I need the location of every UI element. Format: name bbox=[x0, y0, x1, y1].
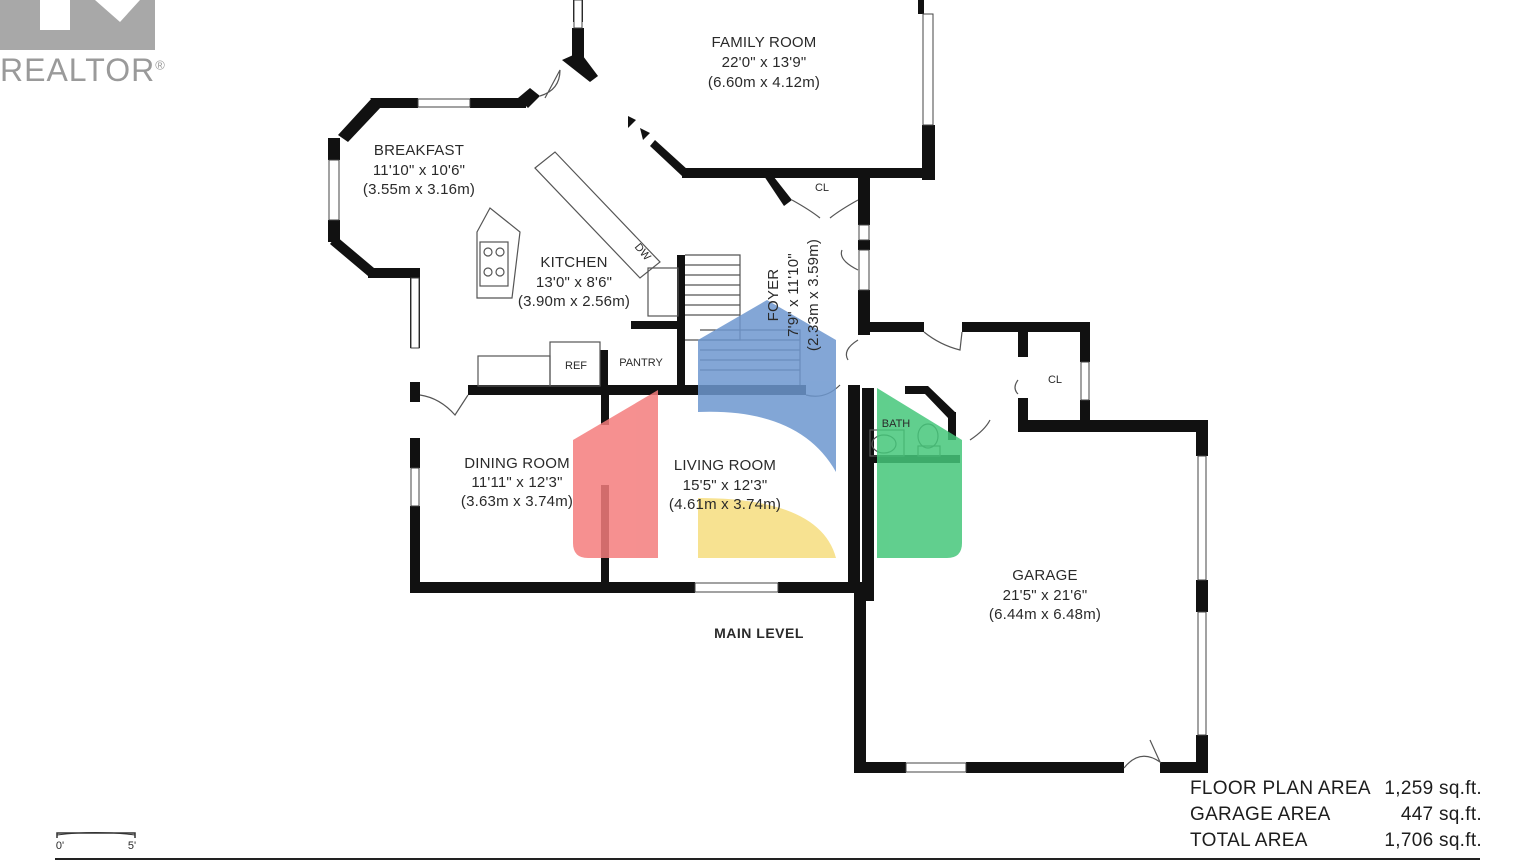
room-metric: (3.55m x 3.16m) bbox=[363, 181, 475, 198]
watermark-yellow-shape bbox=[698, 498, 836, 558]
windows bbox=[328, 0, 1207, 773]
room-metric: (3.63m x 3.74m) bbox=[461, 493, 573, 510]
watermark-red-shape bbox=[573, 390, 658, 558]
area-row: FLOOR PLAN AREA 1,259 sq.ft. bbox=[1190, 776, 1482, 802]
area-summary: FLOOR PLAN AREA 1,259 sq.ft. GARAGE AREA… bbox=[1190, 776, 1482, 854]
room-metric: (6.60m x 4.12m) bbox=[708, 74, 820, 91]
dishwasher-label: DW bbox=[632, 241, 653, 263]
refrigerator-label: REF bbox=[565, 360, 587, 372]
room-name: FAMILY ROOM bbox=[712, 34, 817, 51]
room-name: KITCHEN bbox=[540, 254, 607, 271]
closet-label: CL bbox=[1048, 374, 1062, 386]
room-metric: (6.44m x 6.48m) bbox=[989, 606, 1101, 623]
bath-label: BATH bbox=[882, 418, 911, 430]
watermark-green-shape bbox=[877, 388, 962, 558]
room-metric: (2.33m x 3.59m) bbox=[805, 239, 822, 351]
room-imperial: 21'5" x 21'6" bbox=[1003, 587, 1088, 604]
room-imperial: 11'10" x 10'6" bbox=[373, 162, 465, 179]
room-label-dining-room: DINING ROOM 11'11" x 12'3" (3.63m x 3.74… bbox=[461, 455, 573, 510]
scale-start-label: 0' bbox=[56, 840, 64, 852]
registered-mark: ® bbox=[155, 57, 166, 73]
room-imperial: 11'11" x 12'3" bbox=[471, 474, 562, 491]
watermark-blue-shape bbox=[698, 300, 836, 472]
room-imperial: 7'9" x 11'10" bbox=[785, 253, 802, 337]
realtor-text: REALTOR bbox=[0, 52, 156, 88]
room-imperial: 22'0" x 13'9" bbox=[722, 54, 807, 71]
room-label-living-room: LIVING ROOM 15'5" x 12'3" (4.61m x 3.74m… bbox=[669, 457, 781, 513]
area-value: 1,259 sq.ft. bbox=[1384, 778, 1482, 799]
room-label-breakfast: BREAKFAST 11'10" x 10'6" (3.55m x 3.16m) bbox=[363, 142, 475, 198]
room-name: DINING ROOM bbox=[464, 455, 570, 472]
room-label-foyer: FOYER 7'9" x 11'10" (2.33m x 3.59m) bbox=[765, 239, 822, 351]
scale-end-label: 5' bbox=[128, 840, 136, 852]
room-label-kitchen: KITCHEN 13'0" x 8'6" (3.90m x 2.56m) bbox=[518, 254, 630, 310]
realtor-wordmark: REALTOR® bbox=[0, 52, 166, 89]
room-name: BREAKFAST bbox=[374, 142, 464, 159]
bottom-divider bbox=[55, 858, 1480, 860]
area-row: GARAGE AREA 447 sq.ft. bbox=[1190, 802, 1482, 828]
pantry-label: PANTRY bbox=[619, 357, 663, 369]
area-value: 1,706 sq.ft. bbox=[1384, 830, 1482, 851]
room-metric: (4.61m x 3.74m) bbox=[669, 496, 781, 513]
room-metric: (3.90m x 2.56m) bbox=[518, 293, 630, 310]
area-label: FLOOR PLAN AREA bbox=[1190, 778, 1371, 799]
realtor-logo bbox=[0, 0, 155, 50]
scale-bar: 0' 5' bbox=[56, 832, 136, 852]
area-row: TOTAL AREA 1,706 sq.ft. bbox=[1190, 828, 1482, 854]
walls bbox=[328, 0, 1208, 773]
room-imperial: 15'5" x 12'3" bbox=[683, 477, 768, 494]
room-label-family-room: FAMILY ROOM 22'0" x 13'9" (6.60m x 4.12m… bbox=[708, 34, 820, 91]
area-label: TOTAL AREA bbox=[1190, 830, 1308, 851]
room-name: GARAGE bbox=[1012, 567, 1077, 584]
closet-label: CL bbox=[815, 182, 829, 194]
area-value: 447 sq.ft. bbox=[1400, 804, 1482, 825]
watermark-logo bbox=[573, 300, 962, 558]
room-imperial: 13'0" x 8'6" bbox=[536, 274, 612, 291]
room-name: LIVING ROOM bbox=[674, 457, 776, 474]
level-title: MAIN LEVEL bbox=[714, 625, 804, 641]
room-label-garage: GARAGE 21'5" x 21'6" (6.44m x 6.48m) bbox=[989, 567, 1101, 623]
room-name: FOYER bbox=[765, 269, 782, 322]
area-label: GARAGE AREA bbox=[1190, 804, 1331, 825]
